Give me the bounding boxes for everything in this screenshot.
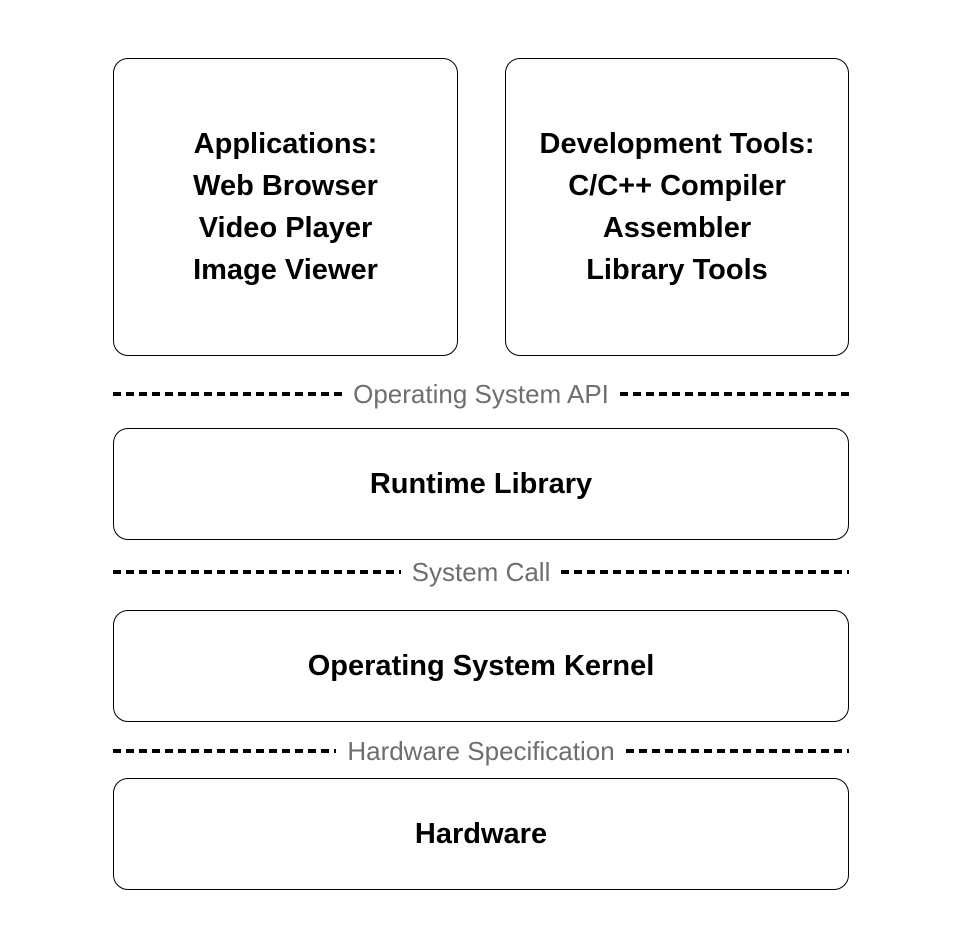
dashed-line-segment	[561, 570, 850, 574]
dashed-line-segment	[113, 749, 337, 753]
box-text-line: C/C++ Compiler	[568, 170, 786, 202]
hardware-box: Hardware	[113, 778, 849, 890]
dashed-line-segment	[113, 392, 343, 396]
box-text-line: Library Tools	[586, 254, 768, 286]
box-text-line: Assembler	[602, 212, 752, 244]
operating-system-kernel-box: Operating System Kernel	[113, 610, 849, 722]
box-text-line: Web Browser	[193, 170, 378, 202]
applications-box: Applications: Web Browser Video Player I…	[113, 58, 458, 356]
dashed-line-segment	[619, 392, 850, 396]
box-text-line: Runtime Library	[369, 468, 593, 500]
development-tools-box: Development Tools: C/C++ Compiler Assemb…	[505, 58, 849, 356]
os-api-separator: Operating System API	[113, 377, 850, 411]
box-text-line: Operating System Kernel	[307, 650, 655, 682]
box-text-line: Applications:	[193, 128, 378, 160]
runtime-library-box: Runtime Library	[113, 428, 849, 540]
separator-label: Operating System API	[353, 379, 609, 409]
box-text-line: Development Tools:	[539, 128, 815, 160]
box-text-line: Image Viewer	[193, 254, 378, 286]
box-text-line: Hardware	[414, 818, 548, 850]
box-text-line: Video Player	[198, 212, 373, 244]
dashed-line-segment	[625, 749, 850, 753]
hardware-specification-separator: Hardware Specification	[113, 734, 850, 768]
dashed-line-segment	[113, 570, 401, 574]
separator-label: Hardware Specification	[347, 736, 615, 766]
separator-label: System Call	[411, 557, 551, 587]
system-call-separator: System Call	[113, 555, 850, 589]
